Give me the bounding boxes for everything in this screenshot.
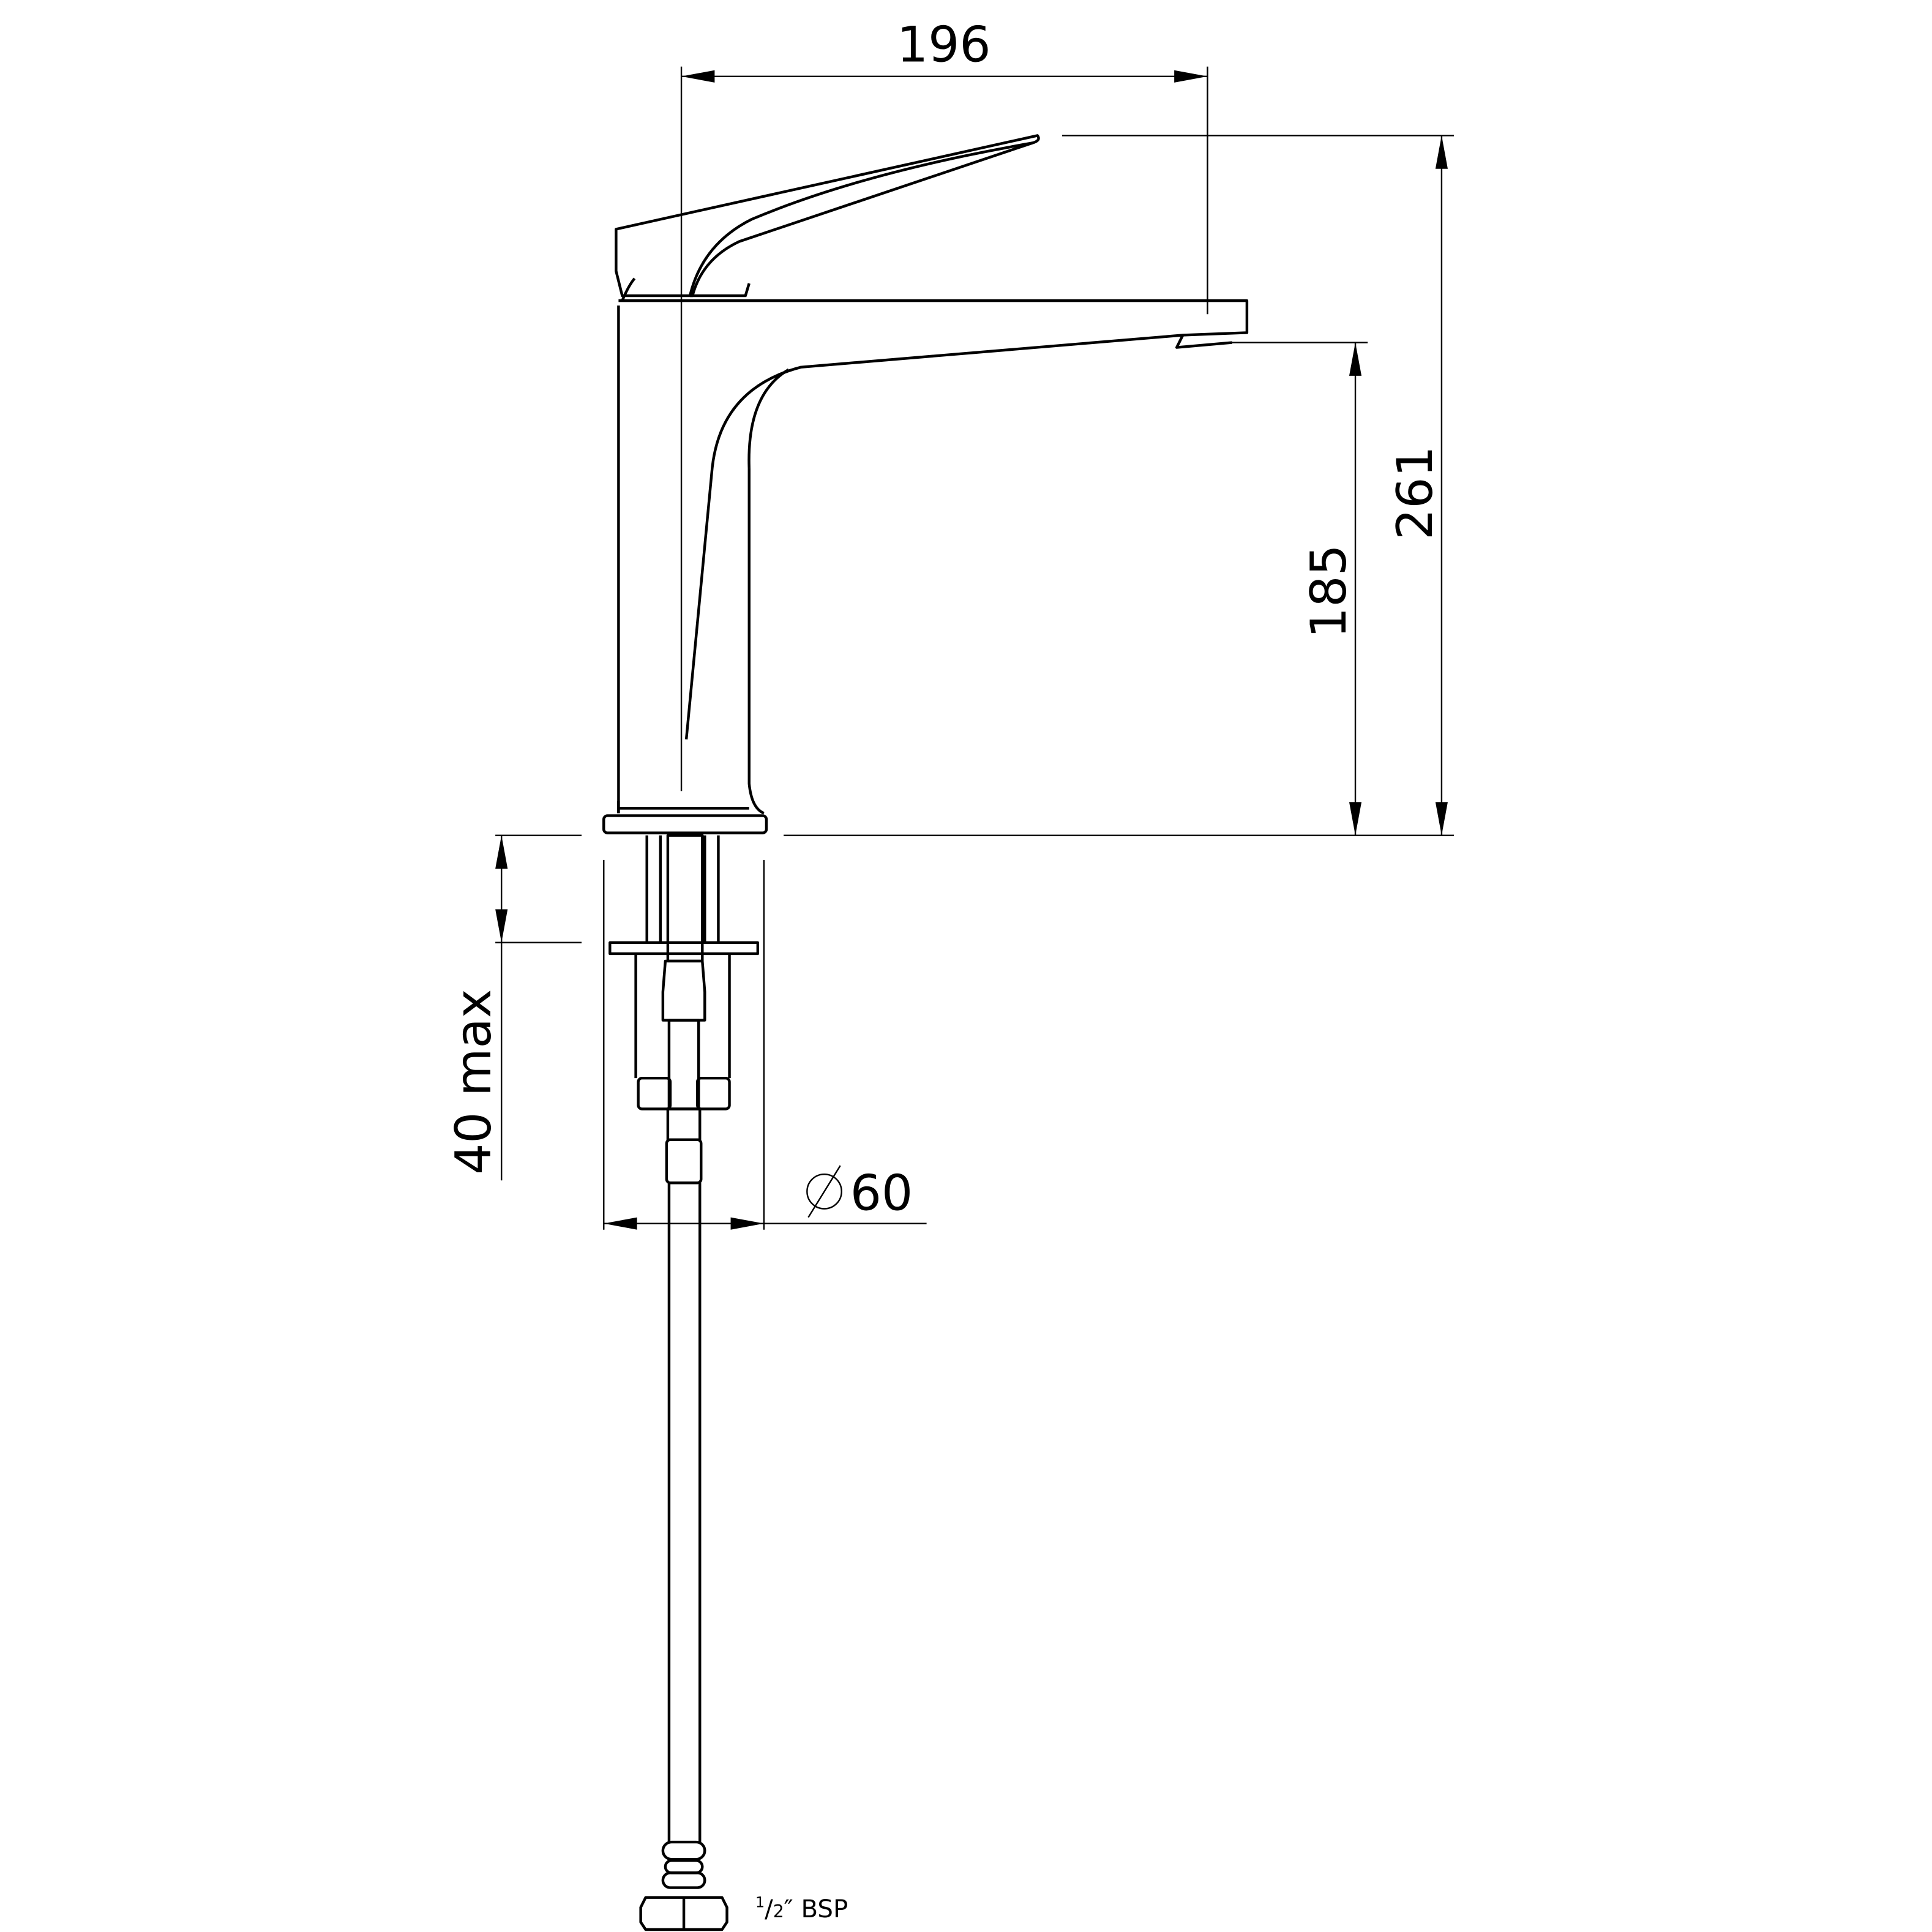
dimension-label-185: 185 xyxy=(1300,544,1357,638)
fraction-denominator: 2 xyxy=(773,1901,784,1922)
dimension-185: 185 xyxy=(1232,342,1368,836)
dimension-196: 196 xyxy=(680,16,1208,792)
dimension-40-max: 40 max xyxy=(444,834,582,1181)
dimension-label-60: 60 xyxy=(850,1164,913,1222)
dimension-label-196: 196 xyxy=(897,16,991,73)
connection-label: 1/2″ BSP female xyxy=(755,1894,848,1932)
connection-type: female xyxy=(755,1931,841,1932)
fraction-slash: / xyxy=(765,1895,773,1923)
fraction-numerator: 1 xyxy=(755,1894,765,1911)
dimension-261: 261 xyxy=(784,135,1455,836)
dimension-diameter-60: 60 xyxy=(603,859,927,1230)
mounting-assembly xyxy=(608,834,760,1931)
dimension-label-261: 261 xyxy=(1386,446,1443,540)
svg-text:1/2″ BSP: 1/2″ BSP xyxy=(755,1894,848,1923)
faucet-body xyxy=(602,134,1249,834)
connection-thread: ″ BSP xyxy=(784,1895,848,1923)
diameter-symbol-icon xyxy=(806,1165,842,1218)
dimension-label-40-max: 40 max xyxy=(444,989,502,1174)
